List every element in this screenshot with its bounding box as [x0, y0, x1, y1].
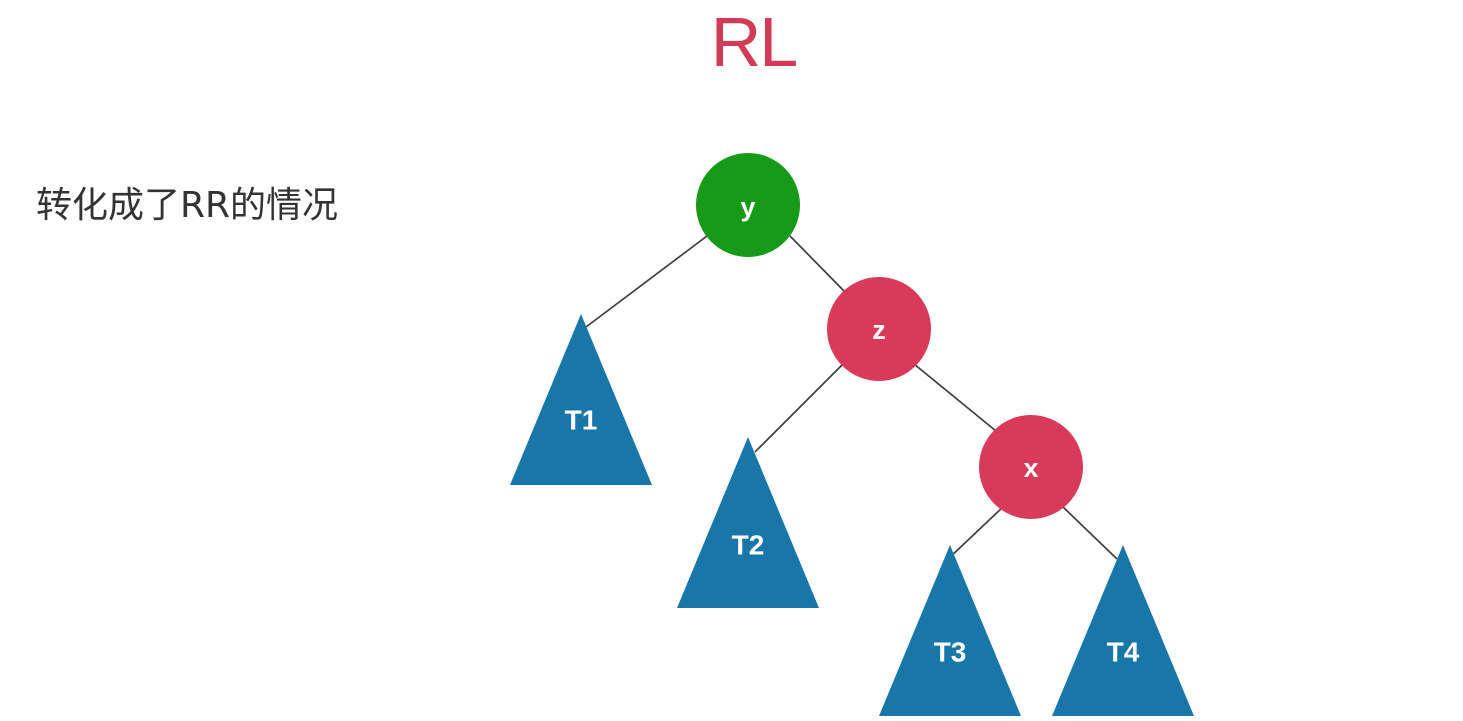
node-z: z — [827, 277, 931, 381]
node-x-label: x — [1023, 453, 1038, 483]
node-y-circle — [696, 153, 800, 257]
edge-y-t1 — [585, 235, 708, 328]
slide-title: RL — [710, 3, 798, 81]
caption-text: 转化成了RR的情况 — [36, 185, 339, 226]
edge-z-t2 — [754, 363, 844, 453]
node-z-circle — [827, 277, 931, 381]
subtree-t2: T2 — [677, 437, 819, 608]
edge-x-t4 — [1061, 505, 1118, 560]
subtree-t1-label: T1 — [565, 405, 598, 436]
subtree-t1: T1 — [510, 314, 652, 485]
edge-z-x — [913, 363, 997, 432]
node-x: x — [979, 415, 1083, 519]
subtree-t3-triangle — [879, 545, 1021, 716]
edge-x-t3 — [947, 505, 1005, 560]
subtree-t1-triangle — [510, 314, 652, 485]
subtree-t2-triangle — [677, 437, 819, 608]
subtree-t4-label: T4 — [1107, 637, 1140, 668]
node-z-label: z — [872, 315, 886, 345]
node-y: y — [696, 153, 800, 257]
node-x-circle — [979, 415, 1083, 519]
subtree-t4: T4 — [1052, 545, 1194, 716]
subtree-t3: T3 — [879, 545, 1021, 716]
subtree-t3-label: T3 — [934, 637, 967, 668]
subtree-t2-label: T2 — [732, 530, 765, 561]
node-y-label: y — [740, 192, 755, 222]
edge-y-z — [789, 235, 847, 294]
subtree-t4-triangle — [1052, 545, 1194, 716]
